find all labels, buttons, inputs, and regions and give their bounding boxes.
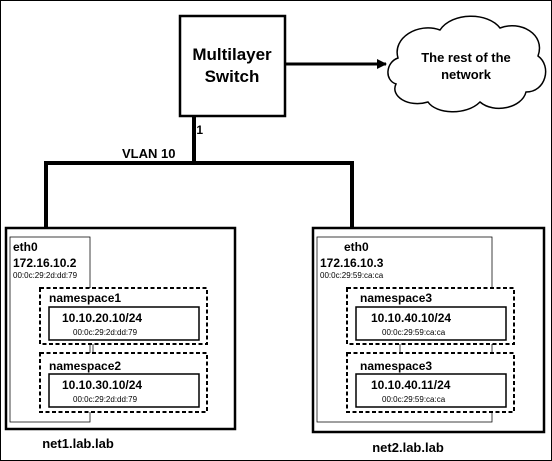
switch-label-line2: Switch — [205, 67, 260, 86]
namespace-ip-box — [355, 306, 507, 341]
vlan-label: VLAN 10 — [122, 146, 175, 161]
namespace-ip: 10.10.20.10/24 — [62, 311, 142, 325]
namespace-ip-box — [48, 373, 200, 408]
namespace-ip-box — [355, 373, 507, 408]
eth0-mac: 00:0c:29:2d:dd:79 — [13, 271, 78, 280]
switch-label-line1: Multilayer — [192, 45, 272, 64]
namespace-ip: 10.10.30.10/24 — [62, 378, 142, 392]
namespace-mac: 00:0c:29:59:ca:ca — [382, 328, 446, 337]
eth0-ip: 172.16.10.3 — [320, 256, 384, 270]
eth0-label: eth0 — [344, 240, 369, 254]
namespace-name: namespace3 — [360, 359, 432, 373]
host-net2: eth0 172.16.10.3 00:0c:29:59:ca:ca names… — [311, 226, 546, 455]
switch-port-label: .1 — [193, 123, 203, 137]
namespace-name: namespace2 — [49, 359, 121, 373]
cloud-label-line2: network — [441, 67, 492, 82]
cloud-label-line1: The rest of the — [421, 50, 511, 65]
host-name: net2.lab.lab — [372, 440, 444, 455]
namespace-ip-box — [48, 306, 200, 341]
host-net1: eth0 172.16.10.2 00:0c:29:2d:dd:79 names… — [4, 226, 237, 451]
namespace-name: namespace3 — [360, 291, 432, 305]
namespace-ip: 10.10.40.11/24 — [371, 378, 451, 392]
eth0-mac: 00:0c:29:59:ca:ca — [320, 271, 384, 280]
eth0-label: eth0 — [13, 240, 38, 254]
eth0-ip: 172.16.10.2 — [13, 256, 77, 270]
namespace-mac: 00:0c:29:2d:dd:79 — [73, 395, 138, 404]
network-cloud — [387, 15, 547, 113]
namespace-name: namespace1 — [49, 291, 121, 305]
namespace-mac: 00:0c:29:2d:dd:79 — [73, 328, 138, 337]
multilayer-switch-box — [178, 14, 287, 118]
host-name: net1.lab.lab — [42, 436, 114, 451]
namespace-mac: 00:0c:29:59:ca:ca — [382, 395, 446, 404]
namespace-ip: 10.10.40.10/24 — [371, 311, 451, 325]
